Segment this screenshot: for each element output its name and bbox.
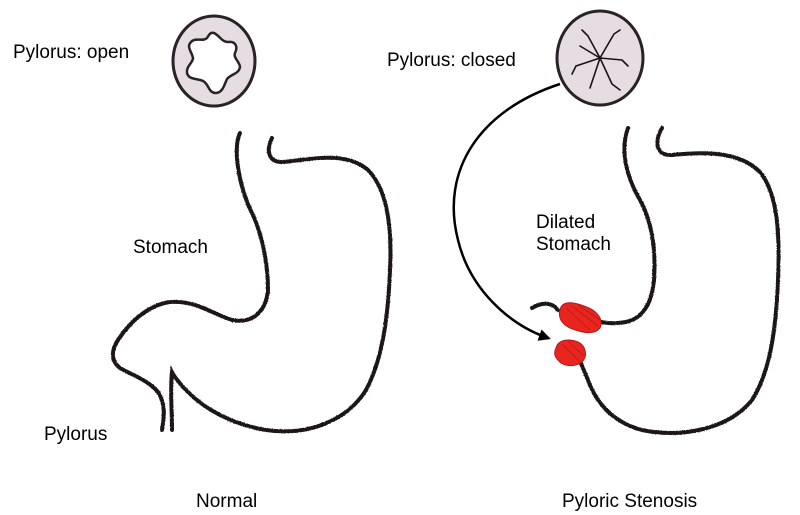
normal-stomach-outer-wall [169, 136, 393, 434]
stenosis-pylorus-state-label: Pylorus: closed [387, 50, 516, 71]
duodenum-stub [530, 301, 560, 312]
pyloric-muscle-upper [559, 302, 602, 334]
normal-pylorus-state-label: Pylorus: open [13, 42, 130, 63]
dilated-stomach-label-line1: Dilated [536, 212, 596, 233]
closed-pylorus-lumen-folds [571, 29, 629, 91]
normal-pylorus-label: Pylorus [44, 424, 108, 445]
dilated-stomach [530, 126, 781, 435]
pyloric-stenosis-caption: Pyloric Stenosis [562, 491, 698, 512]
normal-stomach-label: Stomach [133, 237, 208, 258]
open-pylorus-lumen [185, 31, 242, 95]
pyloric-muscle-fibers [561, 304, 601, 363]
normal-caption: Normal [196, 491, 258, 512]
dilated-stomach-outer-wall [576, 126, 781, 435]
thickened-pyloric-muscle [554, 302, 602, 367]
normal-stomach-inner-wall [111, 131, 271, 432]
pylorus-pointer-arrow [452, 82, 561, 341]
dilated-stomach-inner-wall [583, 126, 657, 326]
closed-pylorus-cross-section [555, 9, 645, 107]
open-pylorus-cross-section [171, 14, 257, 108]
pyloric-muscle-lower [554, 339, 586, 367]
normal-stomach [111, 131, 393, 434]
dilated-stomach-label-line2: Stomach [536, 234, 611, 255]
